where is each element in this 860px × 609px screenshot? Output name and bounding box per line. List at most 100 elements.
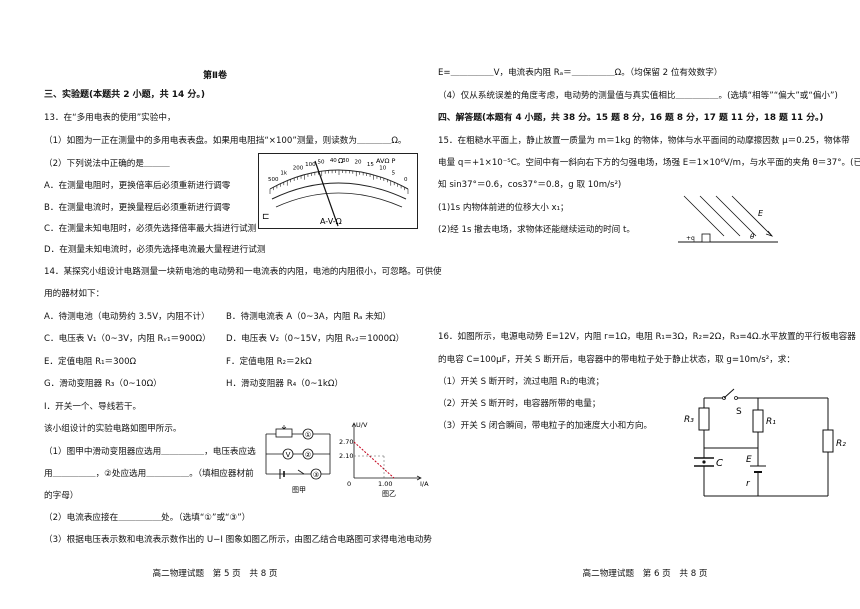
switch-symbol: [297, 469, 305, 475]
i-axis-label: I/A: [420, 480, 429, 488]
q15-part2: (2)经 1s 撤去电场，求物体还能继续运动的时间 t。: [438, 225, 635, 235]
q13-option-a: A．在测量电阻时，更换倍率后必须重新进行调零: [44, 181, 231, 191]
q15-stem-line2: 电量 q＝+1×10⁻⁵C。空间中有一斜向右下方的匀强电场，场强 E＝1×10⁶…: [438, 158, 860, 168]
switch-s: [723, 388, 735, 399]
q16-part2: （2）开关 S 断开时，电容器所带的电量；: [438, 399, 601, 409]
volume-title: 第Ⅱ卷: [203, 71, 227, 81]
q16-stem-line1: 16．如图所示，电源电动势 E=12V，内阻 r=1Ω，电阻 R₁=3Ω，R₂=…: [438, 332, 856, 342]
emf-label: E: [746, 455, 752, 465]
u-axis-label: U/V: [356, 421, 368, 429]
voltmeter-circle: [282, 448, 294, 460]
lower-arc: [275, 192, 403, 208]
q14-design: 该小组设计的实验电路如图甲所示。: [44, 424, 182, 434]
q14-part3: （3）根据电压表示数和电流表示数作出的 U−I 图象如图乙所示，由图乙结合电路图…: [44, 535, 432, 545]
r1-label: R₁: [766, 417, 776, 427]
footer-page-6: 高二物理试题 第 6 页 共 8 页: [582, 569, 708, 579]
electric-field-figure: +q E θ: [678, 195, 778, 243]
q13-option-d: D．在测量未知电流时，必须先选择电流最大量程进行试测: [44, 245, 266, 255]
charged-block: [701, 233, 711, 243]
internal-r-label: r: [746, 479, 751, 489]
figure-jia-caption: 图甲: [292, 486, 306, 494]
meter-scale-number: 1k: [280, 171, 287, 177]
meter-scale-number: 0: [404, 177, 408, 183]
q14-part1-line3: 的字母）: [44, 491, 79, 501]
q16-part3: （3）开关 S 闭合瞬间，带电粒子的加速度大小和方向。: [438, 421, 653, 431]
q13-part1: （1）如图为一正在测量中的多用电表表盘。如果用电阻挡“×100”测量，则读数为＿…: [44, 136, 407, 146]
tick-1-00: 1.00: [378, 480, 392, 488]
meter-scale-number: 500: [268, 177, 279, 183]
q13-part2: （2）下列说法中正确的是＿＿＿: [44, 159, 170, 169]
page-6: E=＿＿＿＿＿V，电流表内阻 Rₐ＝＿＿＿＿＿Ω。（均保留 2 位有效数字） （…: [430, 0, 860, 609]
position-2-circle: [302, 448, 314, 460]
meter-scale-number: 200: [293, 166, 304, 172]
equipment-h: H．滑动变阻器 R₄（0~1kΩ）: [226, 379, 344, 389]
r2-label: R₂: [836, 439, 846, 449]
q15-part1: (1)1s 内物体前进的位移大小 x₁；: [438, 203, 569, 213]
circuit-figure-q16: R₃ R₁ R₂ S C E r: [684, 388, 846, 497]
footer-page-5: 高二物理试题 第 5 页 共 8 页: [152, 569, 278, 579]
figure-yi-caption: 图乙: [382, 490, 396, 498]
q13-stem: 13．在“多用电表的使用”实验中，: [44, 113, 176, 123]
q16-part1: （1）开关 S 断开时，流过电阻 R₁的电流；: [438, 377, 605, 387]
rheostat-symbol: [275, 428, 293, 438]
angle-label: θ: [750, 233, 755, 241]
meter-scale-number: 20: [355, 159, 362, 165]
q16-stem-line2: 的电容 C=100μF，开关 S 断开后，电容器中的带电粒子处于静止状态，取 g…: [438, 355, 795, 365]
r3-resistor: [698, 407, 710, 431]
ohm-arc: [269, 169, 409, 190]
equipment-a: A．待测电池（电动势约 3.5V，内阻不计）: [44, 312, 210, 322]
meter-ohm-symbol: Ω: [338, 157, 344, 165]
meter-scale-label: A-V-Ω: [320, 217, 342, 226]
capacitor-label: C: [716, 458, 723, 469]
r2-resistor: [822, 429, 834, 453]
position-3-circle: [310, 468, 322, 480]
meter-corner-label: AVΩ P: [376, 157, 396, 165]
equipment-c: C．电压表 V₁（0~3V，内阻 Rᵥ₁＝900Ω）: [44, 334, 211, 344]
charge-label: +q: [686, 235, 695, 242]
equipment-e: E．定值电阻 R₁＝300Ω: [44, 357, 137, 367]
switch-label: S: [736, 407, 742, 417]
meter-scale-number: 100: [305, 162, 316, 168]
field-label: E: [758, 209, 764, 218]
needle: [314, 160, 339, 227]
meter-scale-number: 40: [330, 158, 337, 164]
dial-frame: [258, 153, 418, 229]
position-1-circle: [302, 428, 314, 440]
page-5: 第Ⅱ卷 三、实验题(本题共 2 小题，共 14 分。) 13．在“多用电表的使用…: [44, 71, 442, 579]
meter-scale-number: 10: [379, 166, 386, 172]
q14-stem-line1: 14．某探究小组设计电路测量一块新电池的电动势和一电流表的内阻，电池的内阻很小，…: [44, 267, 442, 277]
q14-part4: （4）仅从系统误差的角度考虑，电动势的测量值与真实值相比＿＿＿＿＿。(选填“相等…: [438, 91, 838, 101]
origin-label: 0: [347, 480, 351, 488]
charged-particle: [702, 460, 706, 464]
section-4-heading: 四、解答题(本题有 4 小题，共 38 分。15 题 8 分，16 题 8 分，…: [438, 113, 824, 123]
q13-option-b: B．在测量电流时，更换量程后必须重新进行调零: [44, 203, 231, 213]
q14-part2: （2）电流表应接在＿＿＿＿＿处。（选填“①”或“③”）: [44, 513, 251, 523]
position-3-label: ③: [313, 471, 319, 479]
mirror-mark: ⊏: [262, 212, 270, 222]
q15-stem-line3: 知 sin37°＝0.6，cos37°＝0.8，g 取 10m/s²): [438, 180, 622, 190]
tick-2-70: 2.70: [339, 438, 353, 446]
equipment-g: G．滑动变阻器 R₃（0~10Ω）: [44, 379, 162, 389]
ui-line: [353, 441, 395, 479]
circuit-figure-jia: ① V ② ③ 图甲: [265, 425, 331, 494]
voltmeter-label: V: [286, 451, 291, 459]
equipment-f: F．定值电阻 R₂＝2kΩ: [226, 357, 312, 367]
meter-scale-number: 5: [392, 171, 396, 177]
q14-part1-line1: （1）图甲中滑动变阻器应选用＿＿＿＿＿，电压表应选: [44, 447, 256, 457]
meter-scale-number: 15: [367, 162, 374, 168]
q13-option-c: C．在测量未知电阻时，必须先选择倍率最大挡进行试测: [44, 224, 257, 234]
linear-arc: [271, 182, 407, 200]
q14-stem-line2: 用的器材如下：: [44, 289, 105, 299]
tick-2-10: 2.10: [339, 452, 353, 460]
equipment-b: B．待测电流表 A（0~3A，内阻 Rₐ 未知）: [226, 312, 392, 322]
equipment-d: D．电压表 V₂（0~15V，内阻 Rᵥ₂＝1000Ω）: [226, 334, 405, 344]
section-3-heading: 三、实验题(本题共 2 小题，共 14 分。): [44, 90, 206, 100]
dial-ticks: [269, 170, 409, 194]
equipment-i: I．开关一个、导线若干。: [44, 402, 142, 412]
q14-part3-continued: E=＿＿＿＿＿V，电流表内阻 Rₐ＝＿＿＿＿＿Ω。（均保留 2 位有效数字）: [438, 68, 723, 78]
q14-part1-line2: 用＿＿＿＿＿，②处应选用＿＿＿＿＿。（填相应器材前: [44, 469, 254, 479]
r1-resistor: [752, 409, 764, 433]
meter-scale-number: 50: [317, 159, 324, 165]
